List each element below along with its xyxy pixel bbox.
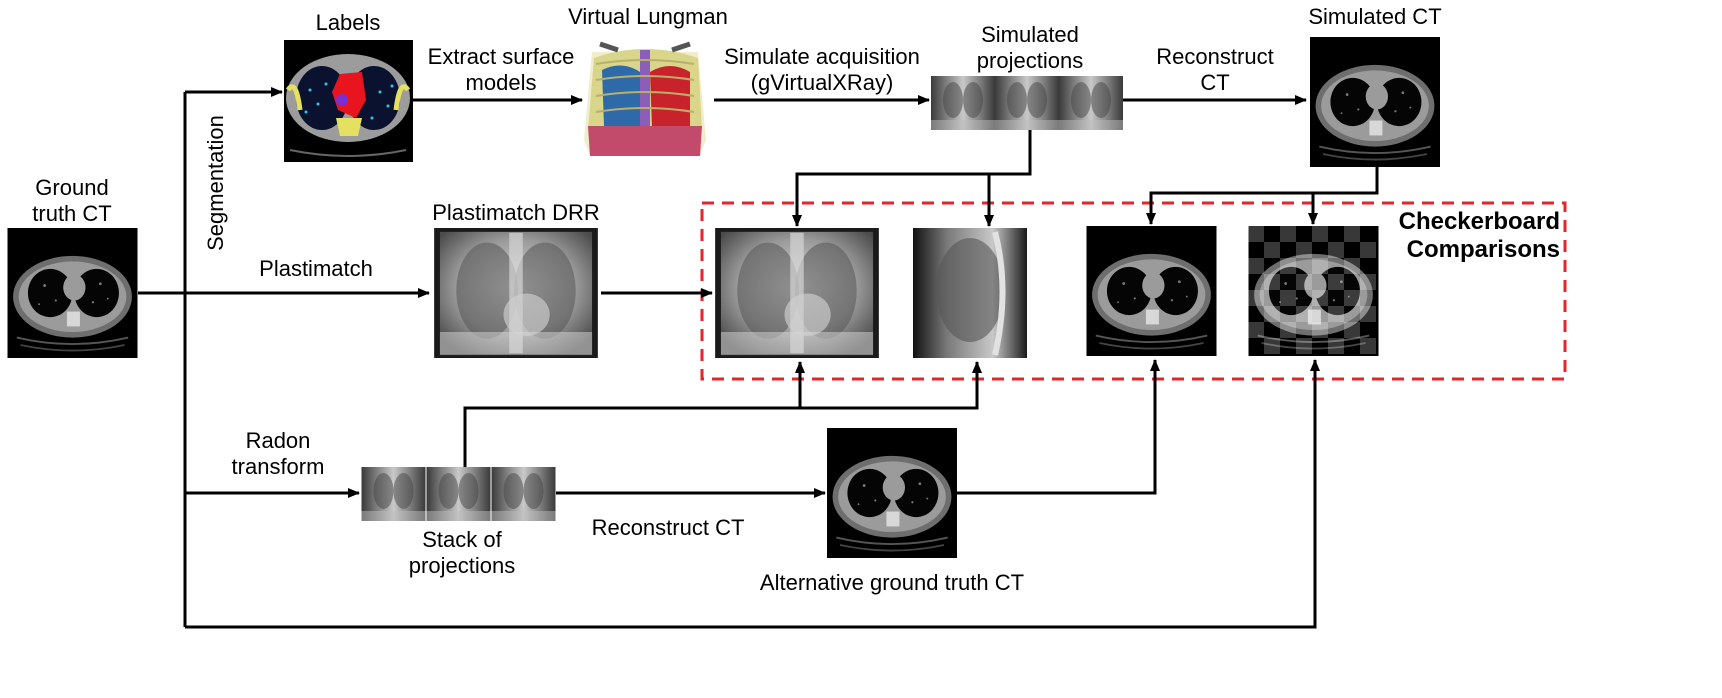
labels-title: Labels <box>315 10 381 35</box>
comparison-lateral-xray <box>913 228 1027 358</box>
comparison-ap-xray <box>715 228 879 358</box>
stack-of-projections-title: Stack of projections <box>408 527 516 578</box>
labels-segmentation-image <box>284 40 413 162</box>
edge-label-segmentation: Segmentation <box>203 115 228 251</box>
alternative-ground-truth-title: Alternative ground truth CT <box>759 570 1025 595</box>
comparison-ct <box>1086 226 1217 356</box>
edge-label-plastimatch: Plastimatch <box>259 256 373 281</box>
virtual-lungman-title: Virtual Lungman <box>568 4 728 29</box>
plastimatch-drr-image <box>434 228 598 358</box>
virtual-lungman-image <box>584 41 706 156</box>
plastimatch-drr-title: Plastimatch DRR <box>432 200 600 225</box>
edge-label-reconstruct-ct-bottom: Reconstruct CT <box>591 515 745 540</box>
edge-label-extract-surface: Extract surface models <box>427 44 575 95</box>
simulated-ct-title: Simulated CT <box>1308 4 1442 29</box>
alternative-ground-truth-ct-image <box>827 428 957 558</box>
ground-truth-ct-image <box>7 228 138 358</box>
stack-of-projections-image <box>361 467 556 521</box>
edge-label-radon-transform: Radon transform <box>231 428 325 479</box>
connector-arrows <box>138 87 1379 629</box>
checkerboard-comparisons-title: Checkerboard Comparisons <box>1398 208 1560 263</box>
edge-label-simulate-acquisition: Simulate acquisition (gVirtualXRay) <box>724 44 920 95</box>
comparison-checkerboard-ct <box>1248 226 1379 356</box>
simulated-projections-title: Simulated projections <box>976 22 1084 73</box>
simulated-projections-image <box>931 76 1123 130</box>
ground-truth-ct-title: Ground truth CT <box>32 175 112 226</box>
simulated-ct-image <box>1309 37 1441 167</box>
edge-label-reconstruct-ct-top: Reconstruct CT <box>1156 44 1274 95</box>
